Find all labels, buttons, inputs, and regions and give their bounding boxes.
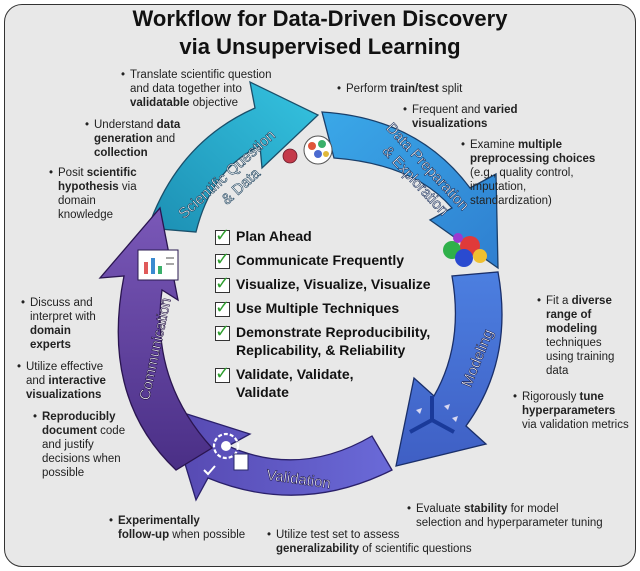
note-fit: •Fit a diverse range of modeling techniq… (537, 295, 615, 377)
checkbox-icon: ✓ (215, 363, 231, 384)
note-stability: •Evaluate stability for model selection … (407, 503, 603, 529)
note-discuss: •Discuss and interpret with domain exper… (21, 297, 96, 351)
stage-arrow-question (147, 80, 320, 233)
scatter-cluster-icon (443, 233, 487, 267)
title-line-1: Workflow for Data-Driven Discovery (132, 6, 508, 31)
note-followup: •Experimentally follow-up when possible (109, 515, 246, 541)
checkbox-icon: ✓ (215, 297, 231, 318)
gear-check-icon (203, 432, 249, 476)
note-split: •Perform train/test split (337, 83, 463, 95)
note-tune: •Rigorously tune hyperparameters via val… (513, 391, 629, 431)
3d-axes-icon (409, 396, 458, 434)
note-utilize: •Utilize effective and interactive visua… (17, 361, 106, 401)
molecule-icon (282, 135, 333, 165)
stage-arrow-communication (98, 206, 214, 471)
checkbox-icon: ✓ (215, 273, 231, 294)
checkbox-icon: ✓ (215, 225, 231, 246)
stage-arrow-modeling (395, 271, 503, 467)
stage-arrow-preparation (321, 111, 499, 270)
note-reproducibly: •Reproducibly document code and justify … (33, 411, 126, 479)
presentation-icon (137, 249, 179, 281)
title-line-2: via Unsupervised Learning (179, 34, 461, 59)
note-frequent: •Frequent and varied visualizations (403, 104, 518, 130)
note-examine: •Examine multiple preprocessing choices … (461, 139, 596, 207)
note-understand: •Understand data generation and collecti… (85, 119, 181, 159)
note-translate: •Translate scientific question and data … (121, 69, 272, 109)
checkbox-icon: ✓ (215, 321, 231, 342)
checkbox-icon: ✓ (215, 249, 231, 270)
note-posit: •Posit scientific hypothesis via domain … (49, 167, 137, 221)
note-testset: •Utilize test set to assess generalizabi… (267, 529, 472, 555)
